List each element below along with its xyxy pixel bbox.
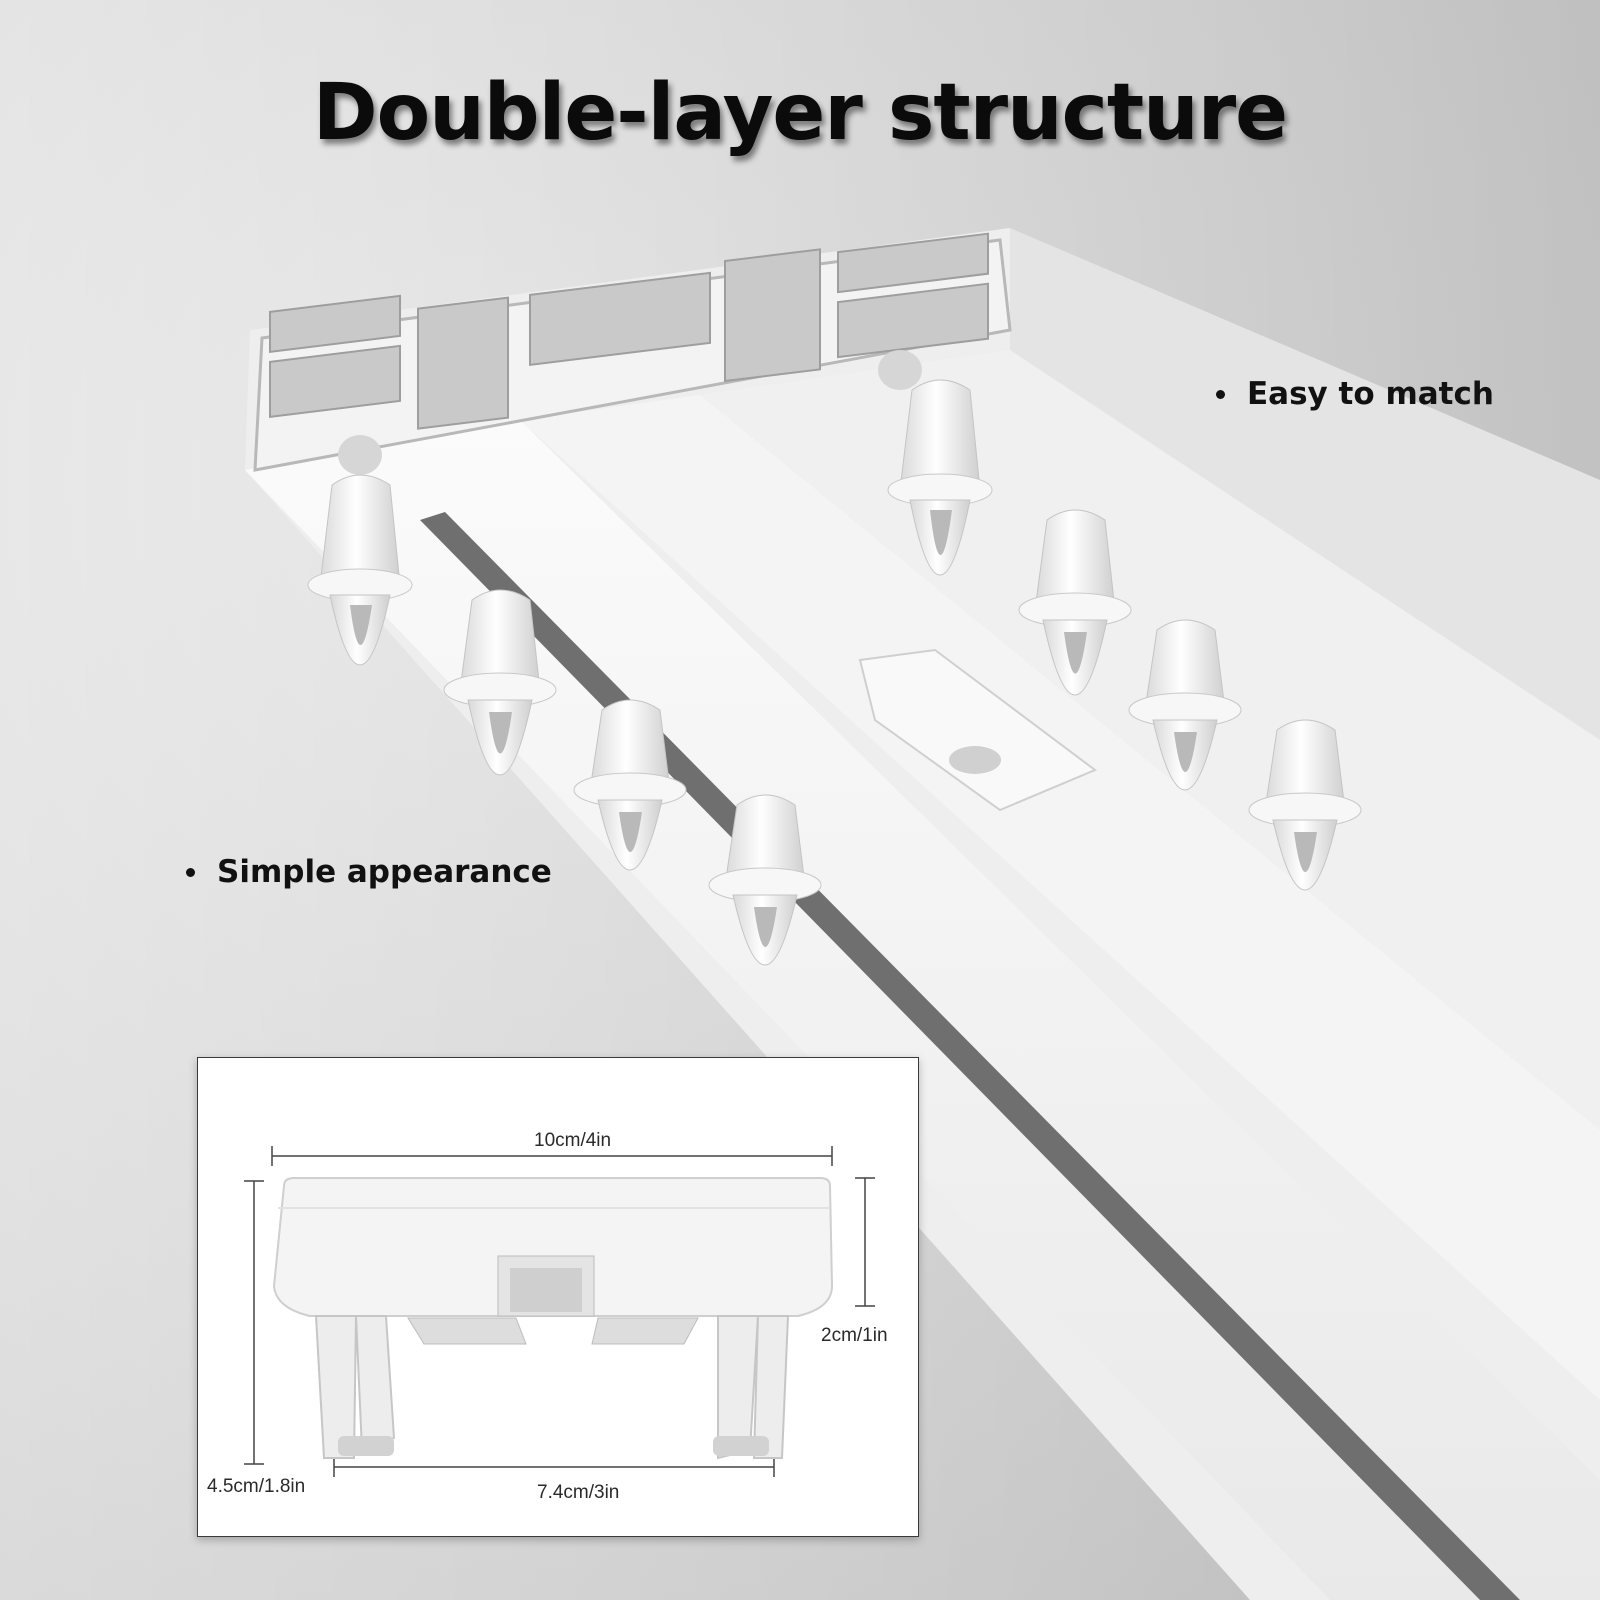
page-title: Double-layer structure [312,68,1288,158]
feature-simple-appearance: Simple appearance [186,854,552,890]
feature-label: Simple appearance [217,854,552,890]
dimension-diagram: 10cm/4in 2cm/1in 4.5cm/1.8in 7.4cm/3in [197,1057,919,1537]
feature-label: Easy to match [1247,376,1494,412]
height-label: 2cm/1in [821,1325,888,1346]
glider [443,589,557,776]
total-height-label: 4.5cm/1.8in [207,1476,306,1497]
bullet-icon [186,867,195,877]
glider [878,350,993,576]
rail-groove [420,512,1520,1600]
glider [708,794,822,966]
feature-easy-to-match: Easy to match [1216,376,1494,412]
glider [573,699,687,871]
base-width-label: 7.4cm/3in [537,1482,620,1503]
middle-rail [520,395,1600,1400]
glider [1128,619,1242,791]
glider-body [272,1177,834,1317]
glider [1018,509,1132,696]
glider [307,435,413,666]
end-stop [858,648,1097,812]
glider-drawing [244,1146,875,1477]
glider [1248,719,1362,891]
width-label: 10cm/4in [534,1130,612,1151]
bullet-icon [1216,389,1225,399]
